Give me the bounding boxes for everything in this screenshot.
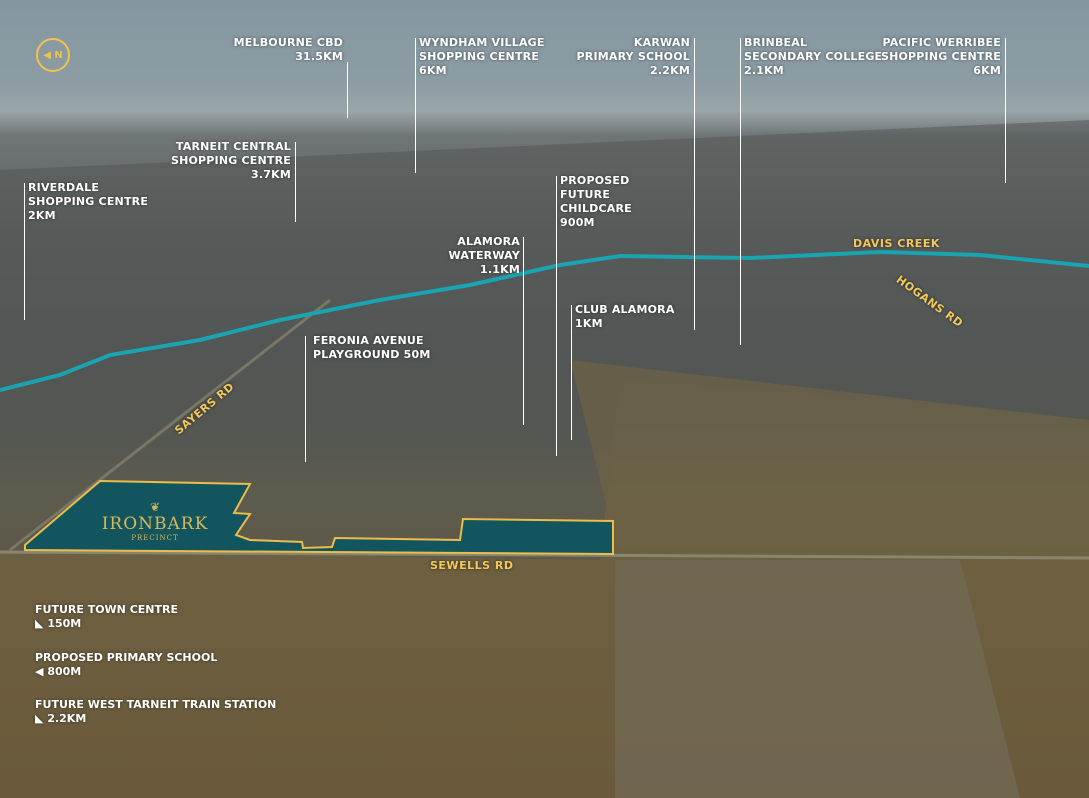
leader-line (523, 237, 524, 425)
leader-line (571, 305, 572, 440)
compass: ◀ N (36, 38, 70, 72)
leaf-icon: ❦ (149, 500, 161, 514)
vacant-land (570, 360, 1089, 560)
suburb-area (0, 120, 1089, 560)
legend-future-town-centre: FUTURE TOWN CENTRE◣ 150M (35, 603, 178, 630)
new-estate (615, 560, 1020, 798)
leader-line (415, 38, 416, 173)
sewells-road-line (0, 550, 1089, 560)
direction-arrow-icon: ◀ (35, 665, 44, 678)
leader-line (305, 336, 306, 462)
legend-train-station: FUTURE WEST TARNEIT TRAIN STATION◣ 2.2KM (35, 698, 277, 725)
legend-proposed-primary-school: PROPOSED PRIMARY SCHOOL◀ 800M (35, 651, 218, 678)
ironbark-precinct-area[interactable] (24, 479, 614, 556)
leader-line (740, 38, 741, 345)
north-arrow-icon: ◀ (43, 49, 51, 61)
leader-line (24, 183, 25, 320)
direction-arrow-icon: ◣ (35, 617, 44, 630)
leader-line (295, 142, 296, 222)
leader-line (1005, 38, 1006, 183)
road-label-sewells-rd: SEWELLS RD (430, 559, 514, 572)
leader-line (556, 176, 557, 456)
leader-line (347, 62, 348, 118)
ironbark-logo: ❦ IRONBARK PRECINCT (101, 500, 209, 542)
leader-line (694, 38, 695, 330)
davis-creek (0, 249, 1089, 392)
sayers-road-line (9, 298, 331, 552)
direction-arrow-icon: ◣ (35, 712, 44, 725)
road-label-davis-creek: DAVIS CREEK (853, 237, 940, 250)
